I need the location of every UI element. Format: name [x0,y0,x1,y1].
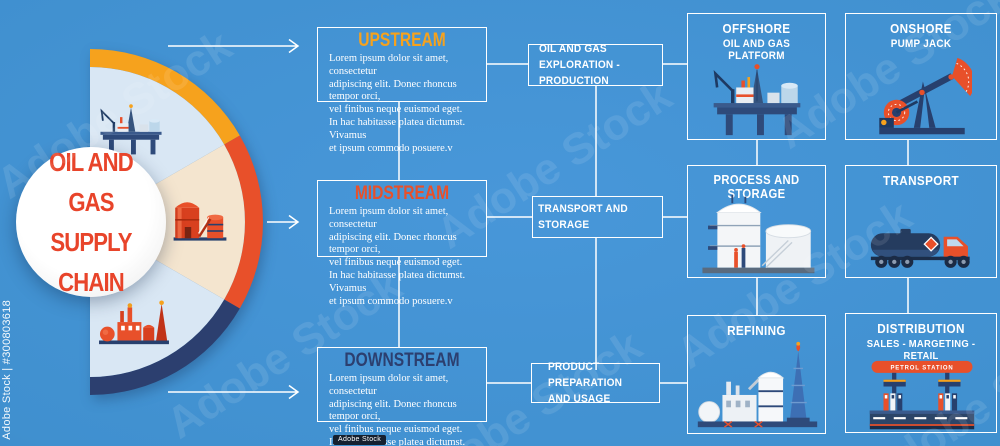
tanker-truck-illustration [870,228,970,268]
petrol-station-illustration: PETROL STATION [869,360,975,430]
hub-circle: OIL AND GAS SUPPLY CHAIN [16,147,166,297]
transport-box: TRANSPORT [845,165,997,278]
refinery-illustration [697,341,818,428]
label-product-preparation-usage: PRODUCT PREPARATION AND USAGE [531,361,660,405]
process-and-storage-box: PROCESS AND STORAGE [687,165,826,278]
downstream-title: DOWNSTREAM [344,350,460,371]
offshore-title: OFFSHORE [722,21,791,36]
onshore-pump-jack-box: ONSHORE PUMP JACK [845,13,997,140]
upstream-title: UPSTREAM [358,30,446,51]
storage-tanks-illustration [702,194,815,274]
hub-title: OIL AND GAS SUPPLY CHAIN [49,147,134,297]
petrol-station-sign: PETROL STATION [890,365,953,371]
red-storage-tanks-illustration [173,202,227,241]
upstream-box: UPSTREAM Lorem ipsum dolor sit amet, con… [317,27,487,154]
arrow-upstream [168,38,300,54]
offshore-platform-box: OFFSHORE OIL AND GAS PLATFORM [687,13,826,140]
refining-title: REFINING [727,323,786,338]
pump-jack-illustration [879,57,972,135]
arrow-downstream [168,384,300,400]
offshore-platform-illustration [713,64,801,136]
arrow-midstream [267,214,300,230]
offshore-platform-small-illustration [100,104,162,155]
adobe-stock-id-watermark: Adobe Stock | #300803618 [1,300,13,440]
distribution-title: DISTRIBUTION [877,321,965,336]
midstream-title: MIDSTREAM [354,183,450,204]
distribution-box: DISTRIBUTION SALES - MARGETING - RETAIL … [845,313,997,433]
offshore-subtitle: OIL AND GAS PLATFORM [722,38,791,62]
connector-lines [168,38,909,400]
transport-title: TRANSPORT [882,173,960,188]
upstream-body: Lorem ipsum dolor sit amet, consectetur … [329,53,466,154]
refining-box: REFINING [687,315,826,434]
midstream-box: MIDSTREAM Lorem ipsum dolor sit amet, co… [317,180,487,307]
donut-outer-upstream-segment [90,49,240,145]
midstream-body: Lorem ipsum dolor sit amet, consectetur … [329,206,466,307]
red-refinery-illustration [99,300,169,345]
donut-outer-midstream-segment [224,135,263,309]
process-storage-title: PROCESS AND STORAGE [713,173,800,201]
donut-outer-downstream-segment [90,299,240,395]
onshore-subtitle: PUMP JACK [890,38,952,50]
adobe-stock-badge: Adobe Stock [333,435,386,445]
downstream-box: DOWNSTREAM Lorem ipsum dolor sit amet, c… [317,347,487,446]
distribution-subtitle: SALES - MARGETING - RETAIL [866,338,976,362]
onshore-title: ONSHORE [890,21,952,36]
label-exploration-production: OIL AND GAS EXPLORATION - PRODUCTION [528,43,663,87]
label-transport-storage: TRANSPORT AND STORAGE [532,196,663,238]
